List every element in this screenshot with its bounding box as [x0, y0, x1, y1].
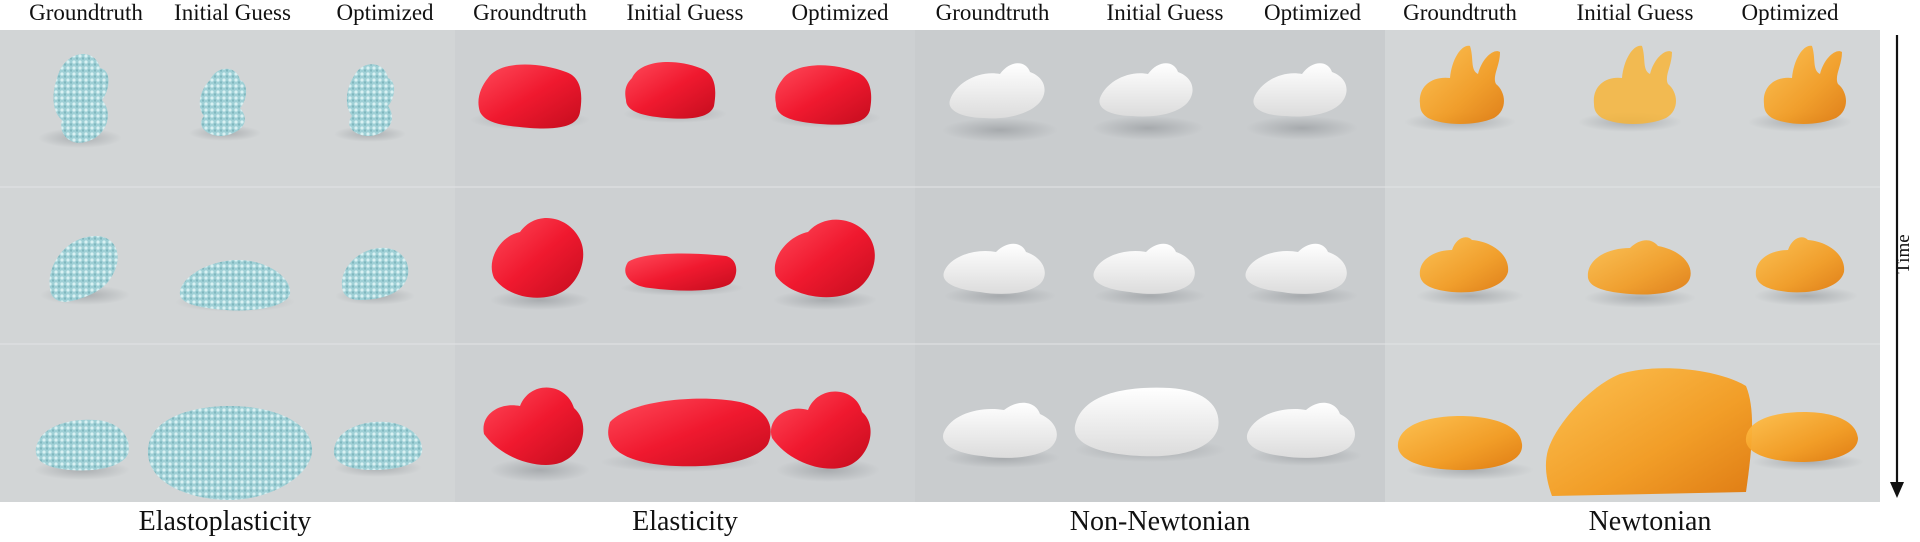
time-arrow-icon — [1890, 35, 1904, 498]
column-header: Optimized — [1263, 0, 1362, 25]
group-caption-newtonian: Newtonian — [1588, 506, 1712, 537]
elastic-row-2 — [490, 218, 877, 310]
elastoplastic-row-3 — [34, 406, 423, 500]
non-newtonian-row-1 — [942, 63, 1358, 142]
time-axis — [1880, 30, 1920, 502]
elastic-row-1 — [470, 62, 881, 130]
column-header: Initial Guess — [1576, 0, 1694, 25]
elastic-row-3 — [483, 387, 880, 482]
render-grid — [0, 30, 1880, 502]
column-header: Initial Guess — [1106, 0, 1224, 25]
render-grid-svg — [0, 30, 1880, 502]
group-caption-elastoplasticity: Elastoplasticity — [138, 506, 312, 537]
elastoplastic-row-1 — [38, 53, 406, 148]
column-header: Groundtruth — [935, 0, 1050, 25]
column-header: Groundtruth — [473, 0, 587, 25]
non-newtonian-row-2 — [943, 243, 1358, 306]
column-header: Groundtruth — [29, 0, 143, 25]
newtonian-row-2 — [1416, 237, 1858, 308]
newtonian-row-3 — [1397, 368, 1864, 496]
column-header: Optimized — [336, 0, 434, 25]
newtonian-row-1 — [1404, 45, 1852, 132]
group-caption-non-newtonian: Non-Newtonian — [1069, 506, 1251, 537]
group-caption-elasticity: Elasticity — [632, 506, 738, 537]
column-header: Optimized — [1741, 0, 1839, 25]
column-header: Initial Guess — [626, 0, 744, 25]
column-header: Initial Guess — [174, 0, 291, 25]
column-header: Groundtruth — [1403, 0, 1517, 25]
non-newtonian-row-3 — [942, 387, 1362, 468]
column-header: Optimized — [791, 0, 889, 25]
elastoplastic-row-2 — [40, 236, 415, 312]
time-axis-label: Time — [1893, 234, 1914, 274]
